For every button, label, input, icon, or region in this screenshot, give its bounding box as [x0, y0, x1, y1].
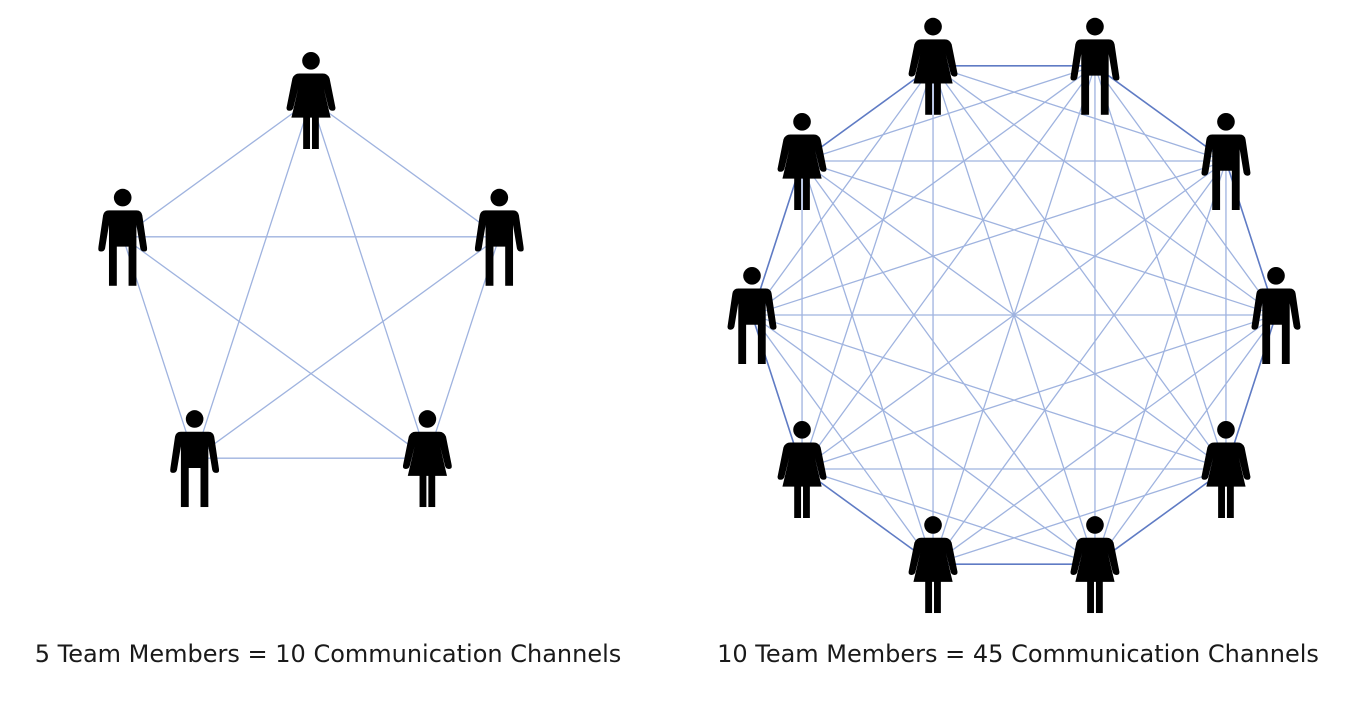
communication-channel [1094, 160, 1227, 565]
communication-channel [801, 160, 1227, 470]
team-member-male-icon [474, 188, 524, 286]
communication-channel [122, 99, 312, 238]
team-member-male-icon [170, 410, 220, 508]
communication-channel [751, 314, 1096, 565]
communication-channel [932, 468, 1227, 565]
communication-channel [1094, 65, 1227, 162]
communication-channel [801, 65, 934, 162]
five-member-channels [122, 99, 500, 459]
team-member-female-icon [1201, 420, 1251, 518]
ten-member-channels [751, 65, 1277, 565]
communication-channel [801, 468, 1096, 565]
ten-member-caption: 10 Team Members = 45 Communication Chann… [717, 640, 1319, 668]
communication-channel [801, 160, 1096, 565]
communication-channel [751, 314, 934, 565]
team-member-female-icon [777, 420, 827, 518]
communication-channel [310, 99, 428, 459]
team-member-female-icon [1070, 516, 1120, 614]
communication-channel [194, 236, 500, 459]
team-member-male-icon [98, 188, 148, 286]
communication-channel [801, 314, 1277, 470]
communication-channel [801, 468, 934, 565]
communication-channel [194, 99, 312, 459]
communication-channel [122, 236, 428, 459]
communication-channel [801, 65, 934, 470]
communication-channel [1094, 65, 1227, 470]
five-member-people [98, 51, 524, 508]
communication-channel [751, 65, 1096, 316]
team-member-female-icon [286, 51, 336, 149]
communication-channel [751, 314, 1227, 470]
five-member-network [98, 51, 524, 508]
communication-channel [801, 160, 934, 565]
communication-channel [801, 160, 1277, 316]
communication-channel [932, 65, 1277, 316]
team-member-female-icon [402, 410, 452, 508]
communication-channel [932, 314, 1277, 565]
five-member-caption: 5 Team Members = 10 Communication Channe… [34, 640, 622, 668]
team-member-male-icon [1251, 266, 1301, 364]
communication-channel [801, 65, 1096, 162]
communication-channel [751, 160, 1227, 316]
team-member-female-icon [908, 516, 958, 614]
communication-channel [1094, 468, 1227, 565]
ten-member-network [727, 17, 1301, 614]
communication-channel [310, 99, 500, 238]
team-member-male-icon [727, 266, 777, 364]
